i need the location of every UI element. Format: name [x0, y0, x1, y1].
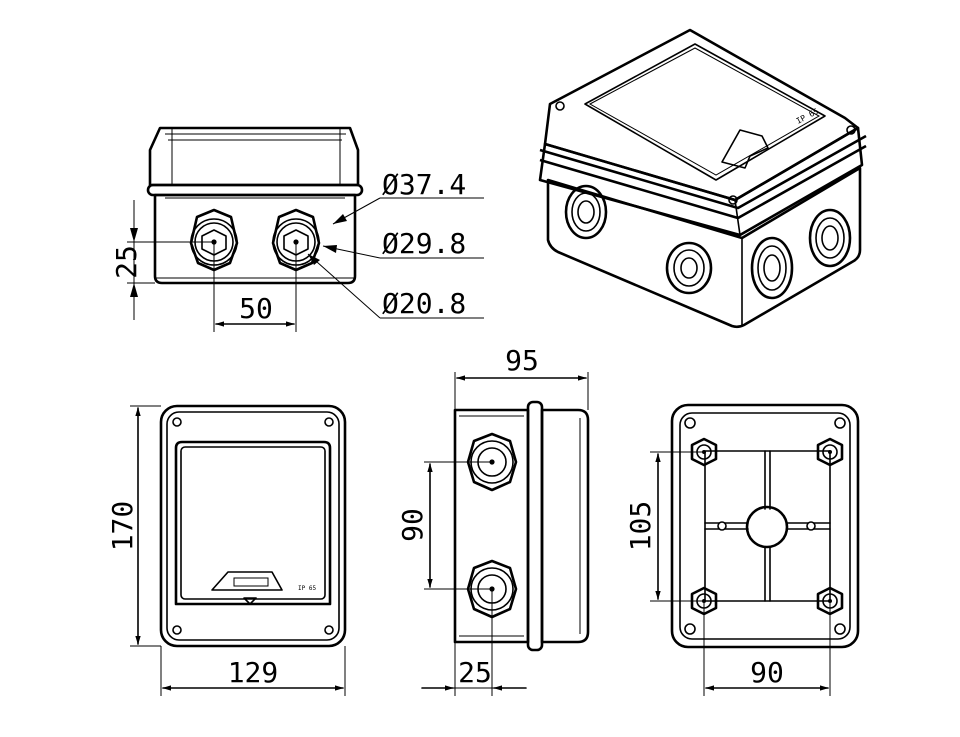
- iso-lid-side: [538, 126, 864, 237]
- iso-gland-front-3: [808, 208, 852, 268]
- dim-dia-20: Ø20.8: [382, 287, 466, 320]
- dim-top-170: 170: [106, 501, 139, 552]
- isometric-view: IP 65: [538, 28, 867, 329]
- iso-latch: [721, 129, 769, 169]
- bottom-mount-hole-2: [816, 437, 844, 467]
- front-body: [153, 193, 357, 285]
- front-lid-seal: [146, 183, 364, 197]
- front-view: [127, 126, 484, 332]
- dim-dia-37: Ø37.4: [382, 168, 466, 201]
- iso-cover: [584, 43, 826, 181]
- dim-dia-29: Ø29.8: [382, 227, 466, 260]
- top-view: IP 65: [130, 404, 347, 696]
- side-lid: [540, 408, 590, 644]
- iso-body: [546, 166, 862, 329]
- dim-side-90: 90: [396, 508, 429, 542]
- bottom-view: [650, 403, 860, 696]
- iso-gland-front-2: [750, 236, 794, 300]
- dim-side-95: 95: [505, 344, 539, 377]
- bottom-center-hole: [745, 505, 789, 549]
- dim-front-25: 25: [110, 245, 143, 279]
- bottom-outline: [670, 403, 860, 649]
- top-latch: [211, 571, 283, 591]
- bottom-rib-frame: [704, 450, 831, 602]
- dim-side-25: 25: [458, 656, 492, 689]
- dim-top-129: 129: [228, 656, 279, 689]
- iso-gland-left-face: [564, 184, 608, 240]
- top-ip-mark: IP 65: [298, 585, 316, 592]
- dim-bottom-90: 90: [750, 656, 784, 689]
- dim-front-50: 50: [239, 292, 273, 325]
- top-outline: [159, 404, 347, 648]
- side-view: [421, 372, 590, 696]
- iso-gland-front-1: [665, 241, 713, 295]
- front-lid: [148, 126, 360, 187]
- dim-bottom-105: 105: [624, 501, 657, 552]
- top-cover: [174, 440, 332, 606]
- side-seal: [526, 400, 544, 652]
